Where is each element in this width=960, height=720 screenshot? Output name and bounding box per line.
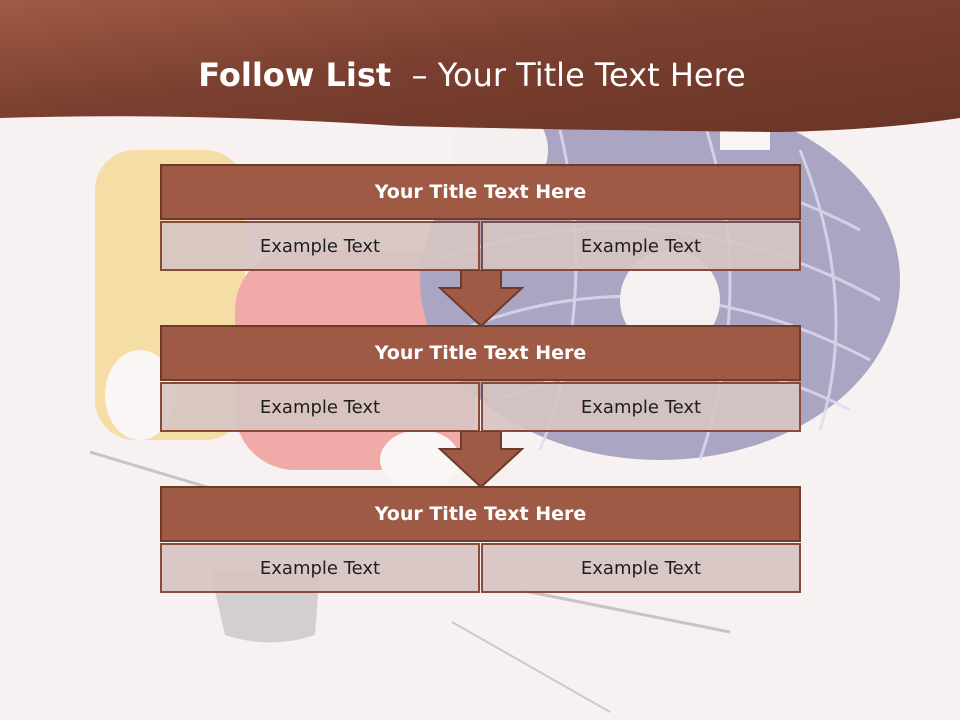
list-block-3: Your Title Text Here Example Text Exampl…: [160, 486, 801, 593]
cell-right: Example Text: [481, 221, 801, 271]
cell-right: Example Text: [481, 382, 801, 432]
block-title: Your Title Text Here: [160, 486, 801, 542]
cell-left: Example Text: [160, 221, 480, 271]
block-title: Your Title Text Here: [160, 164, 801, 220]
block-title: Your Title Text Here: [160, 325, 801, 381]
title-rest-part: – Your Title Text Here: [391, 56, 746, 94]
cell-left: Example Text: [160, 543, 480, 593]
down-arrow-icon: [438, 270, 524, 328]
slide-title: Follow List – Your Title Text Here: [0, 56, 944, 94]
cell-right: Example Text: [481, 543, 801, 593]
cell-left: Example Text: [160, 382, 480, 432]
block-row: Example Text Example Text: [160, 543, 801, 593]
title-bold-part: Follow List: [198, 56, 392, 94]
block-row: Example Text Example Text: [160, 382, 801, 432]
list-block-1: Your Title Text Here Example Text Exampl…: [160, 164, 801, 271]
list-block-2: Your Title Text Here Example Text Exampl…: [160, 325, 801, 432]
header-band: [0, 0, 960, 132]
block-row: Example Text Example Text: [160, 221, 801, 271]
down-arrow-icon: [438, 431, 524, 489]
